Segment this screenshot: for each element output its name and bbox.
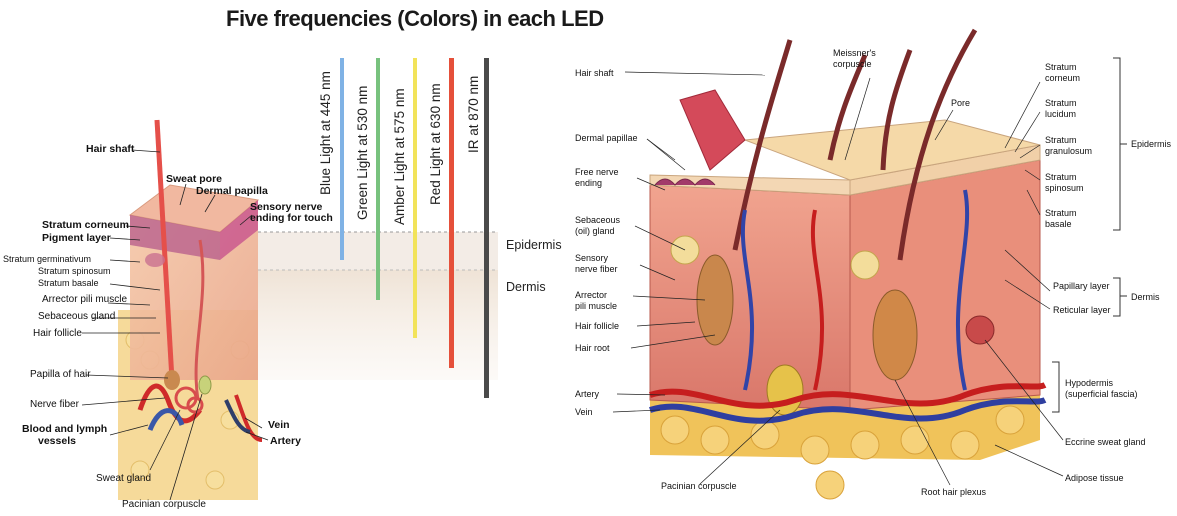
r-label-dermis: Dermis [1131,292,1160,302]
label-sweat-pore: Sweat pore [166,174,222,185]
r-label-artery: Artery [575,389,599,399]
r-label-adipose: Adipose tissue [1065,473,1124,483]
label-pacinian-corpuscle: Pacinian corpuscle [122,499,206,510]
label-stratum-germinativum: Stratum germinativum [3,254,91,265]
r-label-granulosum-line2: granulosum [1045,146,1092,156]
label-vein: Vein [268,420,290,431]
r-label-hair-shaft: Hair shaft [575,68,614,78]
dermis-label: Dermis [506,280,546,294]
label-stratum-corneum: Stratum corneum [42,220,129,231]
eccrine-gland [966,316,994,344]
r-label-arrector-line1: Arrector [575,290,607,300]
r-label-epidermis: Epidermis [1131,139,1171,149]
ir-label: IR at 870 nm [466,76,481,153]
red-light-bar [449,58,454,368]
label-blood-lymph-line2: vessels [38,436,76,447]
r-label-hair-follicle: Hair follicle [575,321,619,331]
r-label-meissner-line1: Meissner's [833,48,876,58]
label-nerve-fiber: Nerve fiber [30,399,79,410]
label-stratum-basale: Stratum basale [38,278,99,289]
r-label-granulosum-line1: Stratum [1045,135,1077,145]
r-label-dermal-papillae: Dermal papillae [575,133,638,143]
r-label-basale-line1: Stratum [1045,208,1077,218]
r-label-hair-root: Hair root [575,343,610,353]
green-light-label: Green Light at 530 nm [355,86,370,220]
label-sweat-gland: Sweat gland [96,473,151,484]
r-label-root-plexus: Root hair plexus [921,487,986,497]
r-label-pacinian: Pacinian corpuscle [661,481,737,491]
r-label-lucidum-line2: lucidum [1045,109,1076,119]
r-label-free-nerve-line1: Free nerve [575,167,619,177]
r-label-papillary: Papillary layer [1053,281,1110,291]
label-papilla-of-hair: Papilla of hair [30,369,91,380]
label-hair-shaft: Hair shaft [86,144,134,155]
r-label-sensory-line2: nerve fiber [575,264,618,274]
r-label-vein: Vein [575,407,593,417]
hair-follicle-2 [873,290,917,380]
label-hair-follicle: Hair follicle [33,328,82,339]
amber-light-bar [413,58,417,338]
r-label-hypodermis-line2: (superficial fascia) [1065,389,1138,399]
skin-anatomy-diagram: Hair shaft Meissner's corpuscle Pore Der… [565,0,1177,516]
blue-light-label: Blue Light at 445 nm [318,71,333,195]
r-label-spinosum-line1: Stratum [1045,172,1077,182]
r-label-hypodermis-line1: Hypodermis [1065,378,1113,388]
ir-light-bar [484,58,489,398]
led-penetration-diagram: Five frequencies (Colors) in each LED Bl… [0,0,560,516]
epidermis-label: Epidermis [506,238,562,252]
r-label-arrector-line2: pili muscle [575,301,617,311]
label-stratum-spinosum: Stratum spinosum [38,266,111,277]
label-artery: Artery [270,436,301,447]
r-label-sensory-line1: Sensory [575,253,608,263]
r-label-lucidum-line1: Stratum [1045,98,1077,108]
label-sebaceous-gland: Sebaceous gland [38,311,115,322]
r-label-basale-line2: basale [1045,219,1072,229]
label-pigment-layer: Pigment layer [42,233,111,244]
r-label-pore: Pore [951,98,970,108]
r-label-free-nerve-line2: ending [575,178,602,188]
green-light-bar [376,58,380,300]
label-sensory-nerve-line2: ending for touch [250,213,333,224]
amber-light-label: Amber Light at 575 nm [392,88,407,225]
r-label-sebaceous-line2: (oil) gland [575,226,615,236]
r-label-meissner-line2: corpuscle [833,59,872,69]
r-label-spinosum-line2: spinosum [1045,183,1084,193]
dermis-side-face [850,160,1040,410]
label-dermal-papilla: Dermal papilla [196,186,268,197]
r-label-corneum-line2: corneum [1045,73,1080,83]
r-label-eccrine: Eccrine sweat gland [1065,437,1146,447]
r-label-reticular: Reticular layer [1053,305,1111,315]
label-arrector-pili: Arrector pili muscle [42,294,127,305]
r-label-corneum-line1: Stratum [1045,62,1077,72]
page-title: Five frequencies (Colors) in each LED [226,6,604,32]
epidermis-flap [680,90,745,170]
blue-light-bar [340,58,344,260]
r-label-sebaceous-line1: Sebaceous [575,215,620,225]
red-light-label: Red Light at 630 nm [428,83,443,205]
label-blood-lymph-line1: Blood and lymph [22,424,107,435]
